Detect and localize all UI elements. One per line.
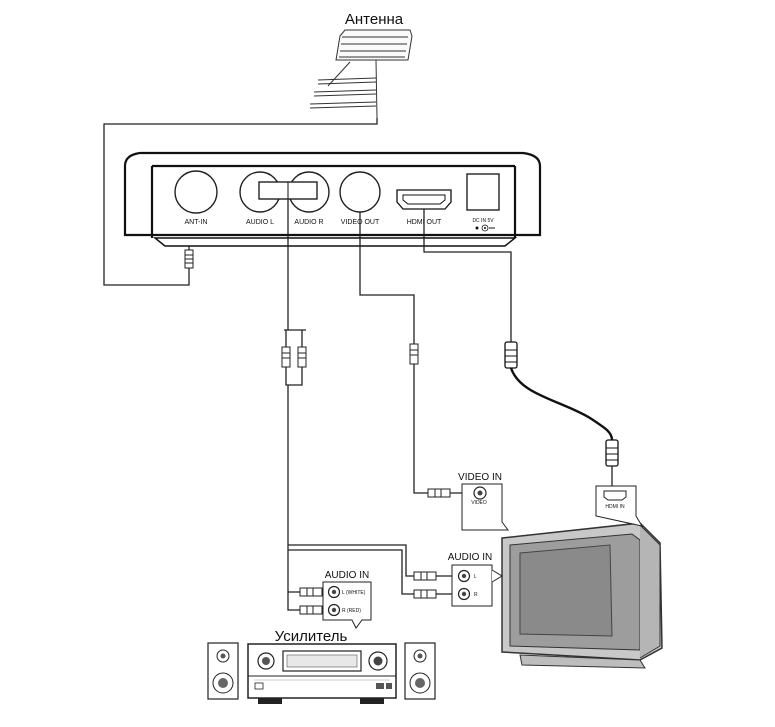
tv-audio-plugs (413, 571, 437, 599)
antenna-label: Антенна (345, 11, 404, 28)
amp-left-knob-icon (257, 652, 275, 670)
dc-polarity-icon (475, 224, 495, 232)
audio-l-label: AUDIO L (246, 219, 274, 226)
hdmi-plug-lower (605, 439, 619, 467)
audio-cable-split (285, 367, 414, 611)
speaker-left-icon (207, 642, 239, 700)
tv-hdmi-in: HDMI IN (595, 485, 644, 527)
tv-audio-r-label: R (474, 592, 478, 598)
video-plug-upper (409, 343, 419, 365)
amplifier-label: Усилитель (275, 628, 348, 645)
hdmi-cable (423, 209, 512, 342)
tv (501, 522, 663, 669)
ant-in-label: ANT-IN (185, 219, 208, 226)
speaker-right-icon (404, 642, 436, 700)
hdmi-out-port[interactable] (396, 189, 452, 210)
dc-in-label: DC IN 5V (472, 218, 494, 224)
amp-audio-plugs (299, 587, 323, 615)
antenna-cable (103, 118, 378, 286)
tv-video-jack-label: VIDEO (471, 500, 487, 506)
video-plug-lower (427, 488, 451, 498)
tv-hdmi-port[interactable] (603, 490, 627, 501)
antenna: Антенна (309, 11, 413, 119)
video-cable (359, 212, 415, 344)
tv-hdmi-in-label: HDMI IN (605, 504, 625, 510)
amp-audio-l-label: L (WHITE) (342, 590, 366, 596)
audio-cable-main (284, 199, 306, 347)
tv-audio-l-label: L (474, 574, 477, 580)
tv-video-in: VIDEO IN VIDEO (458, 472, 509, 531)
video-out-port[interactable] (339, 171, 381, 213)
dc-in-port[interactable] (466, 173, 500, 211)
receiver: ANT-IN AUDIO L AUDIO R VIDEO OUT HDMI OU… (123, 151, 542, 247)
audio-r-label: AUDIO R (294, 219, 323, 226)
antenna-icon (309, 29, 413, 119)
amp-right-knob-icon (368, 651, 388, 671)
amp-audio-in-title: AUDIO IN (325, 570, 369, 581)
amplifier-unit (247, 643, 397, 704)
amp-audio-r-label: R (RED) (342, 608, 361, 614)
tv-audio-in-title: AUDIO IN (448, 552, 492, 563)
ant-in-port[interactable] (174, 170, 218, 214)
amp-audio-in: AUDIO IN L (WHITE) R (RED) (322, 570, 372, 629)
tv-audio-in: AUDIO IN L R (448, 552, 503, 607)
tv-video-in-title: VIDEO IN (458, 472, 502, 483)
hdmi-cable-thick (509, 367, 614, 441)
hdmi-plug-upper (504, 341, 518, 369)
audio-plugs-upper (281, 346, 307, 368)
